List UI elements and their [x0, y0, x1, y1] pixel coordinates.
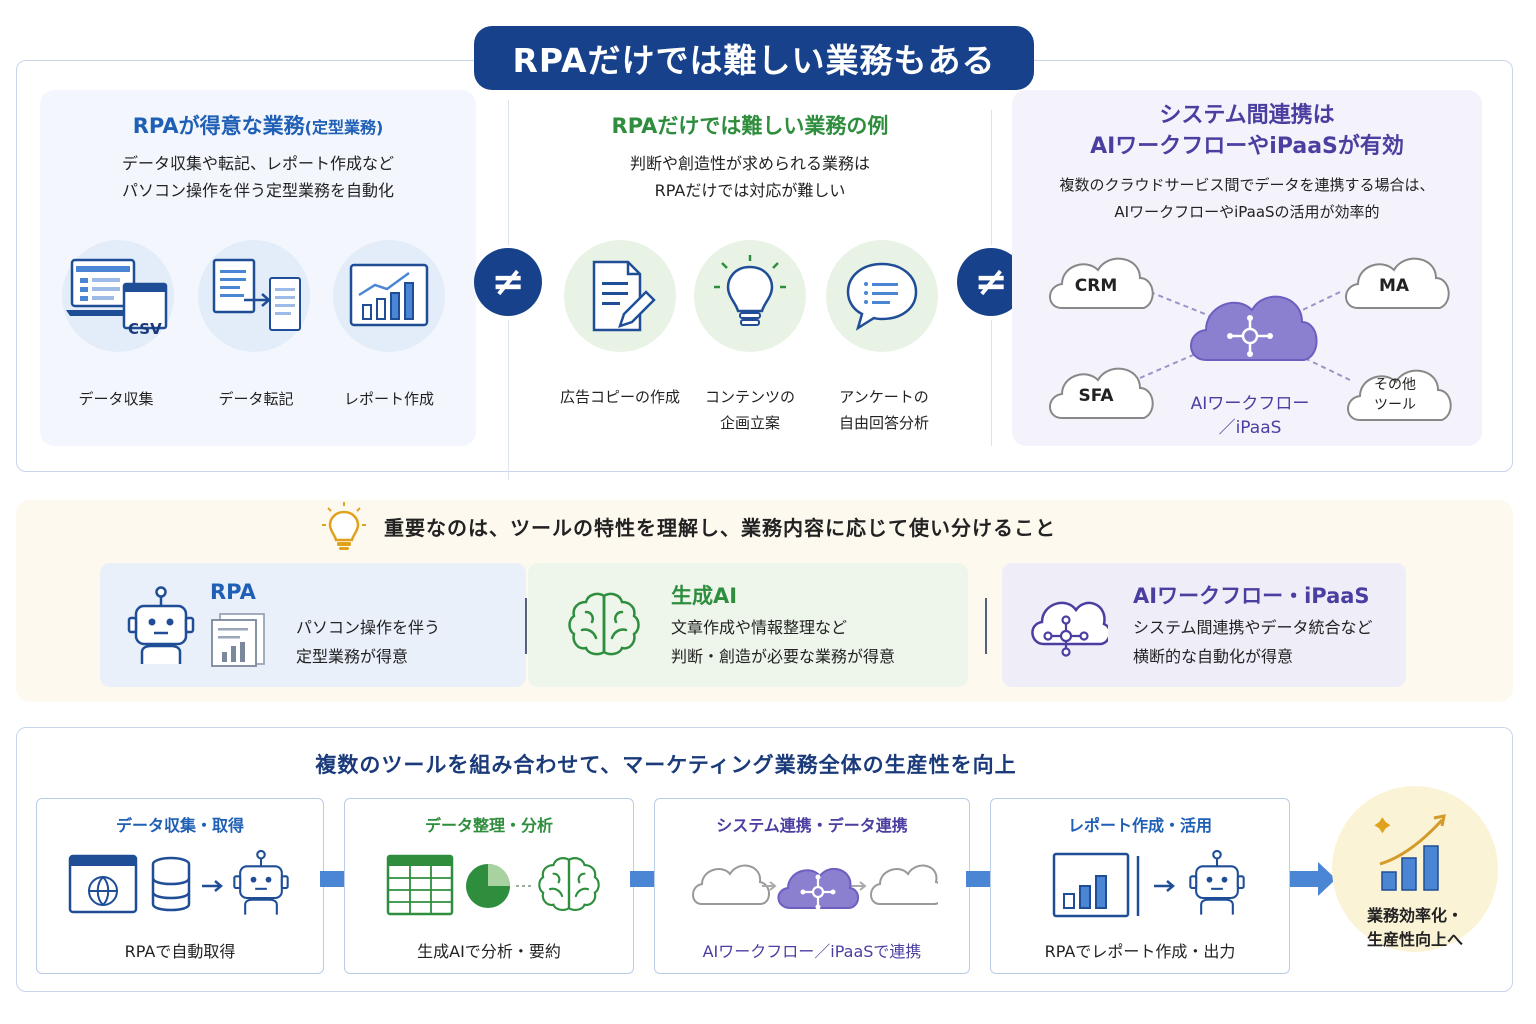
ma-cloud-label: MA — [1378, 276, 1410, 296]
document-pen-icon — [564, 240, 676, 352]
rpa-card-line1: パソコン操作を伴う — [296, 618, 441, 637]
step-footer: AIワークフロー／iPaaSで連携 — [702, 942, 922, 961]
difficult-item-line: コンテンツの — [704, 388, 795, 406]
document-transfer-icon — [198, 240, 310, 352]
step-title: レポート作成・活用 — [1067, 816, 1212, 835]
document-chart-icon — [211, 613, 265, 667]
difficult-item-label: 広告コピーの作成 — [546, 384, 694, 410]
divider — [991, 320, 992, 446]
difficult-tasks-description: 判断や創造性が求められる業務は RPAだけでは対応が難しい — [530, 150, 970, 204]
workflow-hub-label: AIワークフロー ／iPaaS — [1170, 392, 1330, 440]
difficult-tasks-heading: RPAだけでは難しい業務の例 — [611, 114, 889, 138]
sfa-cloud-label: SFA — [1078, 386, 1114, 406]
other-tools-cloud-label: その他 ツール — [1360, 375, 1430, 415]
key-point-headline: 重要なのは、ツールの特性を理解し、業務内容に応じて使い分けること — [384, 516, 1056, 540]
difficult-item-line: 広告コピーの作成 — [559, 388, 680, 406]
brain-icon — [538, 857, 600, 911]
laptop-csv-icon — [62, 240, 174, 352]
integration-desc-line2: AIワークフローやiPaaSの活用が効率的 — [1114, 203, 1380, 221]
divider — [508, 100, 509, 245]
not-equal-icon: ≠ — [474, 248, 542, 316]
difficult-item-label: アンケートの 自由回答分析 — [820, 384, 948, 436]
result-line1: 業務効率化・ — [1366, 906, 1463, 925]
difficult-desc-line1: 判断や創造性が求められる業務は — [629, 154, 870, 173]
other-tools-line1: その他 — [1374, 377, 1416, 393]
crm-cloud-label: CRM — [1074, 276, 1118, 296]
difficult-desc-line2: RPAだけでは対応が難しい — [654, 181, 846, 200]
integration-description: 複数のクラウドサービス間でデータを連携する場合は、 AIワークフローやiPaaS… — [1012, 172, 1482, 226]
step2-icons — [386, 854, 532, 916]
rpa-panel-description: データ収集や転記、レポート作成など パソコン操作を伴う定型業務を自動化 — [40, 150, 476, 204]
genai-card — [528, 563, 968, 687]
ipaas-card-line1: システム間連携やデータ統合など — [1133, 618, 1373, 637]
step-footer: RPAで自動取得 — [124, 942, 236, 961]
hub-line1: AIワークフロー — [1190, 394, 1310, 414]
difficult-item-line: アンケートの — [839, 388, 929, 406]
step-title: データ収集・取得 — [115, 816, 244, 835]
genai-card-desc: 文章作成や情報整理など 判断・創造が必要な業務が得意 — [671, 613, 895, 671]
rpa-item-label: データ収集 — [78, 390, 154, 408]
step-footer: RPAでレポート作成・出力 — [1044, 942, 1236, 961]
integration-heading-line2: AIワークフローやiPaaSが有効 — [1090, 134, 1404, 159]
step-title: データ整理・分析 — [424, 816, 553, 835]
robot-icon — [233, 849, 289, 915]
divider — [525, 598, 527, 654]
step-title: システム連携・データ連携 — [716, 816, 908, 835]
genai-card-title: 生成AI — [671, 584, 738, 608]
brain-icon — [568, 592, 640, 656]
integration-network-diagram — [1049, 257, 1452, 421]
hub-line2: ／iPaaS — [1218, 418, 1282, 438]
rpa-desc-line2: パソコン操作を伴う定型業務を自動化 — [121, 181, 394, 200]
csv-label: CSV — [128, 320, 162, 338]
other-tools-line2: ツール — [1374, 397, 1416, 413]
genai-card-line1: 文章作成や情報整理など — [671, 618, 848, 637]
robot-icon — [1189, 849, 1245, 915]
ipaas-card-desc: システム間連携やデータ統合など 横断的な自動化が得意 — [1133, 613, 1373, 671]
bar-chart-report-icon — [333, 240, 445, 352]
rpa-desc-line1: データ収集や転記、レポート作成など — [121, 154, 394, 173]
main-title: RPAだけでは難しい業務もある — [474, 26, 1034, 90]
rpa-item-label: レポート作成 — [343, 390, 434, 408]
ipaas-card-line2: 横断的な自動化が得意 — [1133, 647, 1294, 666]
difficult-item-line: 自由回答分析 — [838, 414, 929, 432]
difficult-item-line: 企画立案 — [719, 414, 780, 432]
step-footer: 生成AIで分析・要約 — [417, 942, 561, 961]
divider — [991, 110, 992, 245]
integration-heading: システム間連携は AIワークフローやiPaaSが有効 — [1012, 100, 1482, 162]
result-text: 業務効率化・ 生産性向上へ — [1332, 904, 1498, 952]
lightbulb-icon — [694, 240, 806, 352]
report-chart-icon — [1052, 852, 1175, 918]
difficult-item-label: コンテンツの 企画立案 — [690, 384, 810, 436]
integration-heading-line1: システム間連携は — [1159, 103, 1335, 128]
lightbulb-icon — [322, 502, 366, 550]
rpa-card-desc: パソコン操作を伴う 定型業務が得意 — [296, 613, 440, 671]
step1-icons — [68, 854, 223, 914]
divider — [508, 320, 509, 480]
rpa-panel-heading: RPAが得意な業務(定型業務) — [40, 110, 476, 140]
rpa-card-title: RPA — [210, 580, 256, 604]
step3-icons — [692, 864, 938, 910]
ipaas-card-title: AIワークフロー・iPaaS — [1133, 584, 1370, 608]
growth-chart-icon — [1374, 814, 1446, 891]
divider — [985, 598, 987, 654]
workflow-headline: 複数のツールを組み合わせて、マーケティング業務全体の生産性を向上 — [315, 753, 1017, 777]
robot-icon — [127, 586, 195, 664]
cloud-network-icon — [1031, 601, 1108, 657]
result-line2: 生産性向上へ — [1366, 930, 1463, 949]
rpa-card-line2: 定型業務が得意 — [296, 647, 409, 666]
rpa-heading-text: RPAが得意な業務 — [132, 114, 305, 138]
speech-bubble-icon — [826, 240, 938, 352]
flow-arrow-icon — [1290, 862, 1336, 896]
rpa-heading-suffix: (定型業務) — [304, 118, 384, 137]
genai-card-line2: 判断・創造が必要な業務が得意 — [671, 647, 896, 666]
rpa-item-label: データ転記 — [218, 390, 294, 408]
integration-desc-line1: 複数のクラウドサービス間でデータを連携する場合は、 — [1059, 176, 1435, 194]
